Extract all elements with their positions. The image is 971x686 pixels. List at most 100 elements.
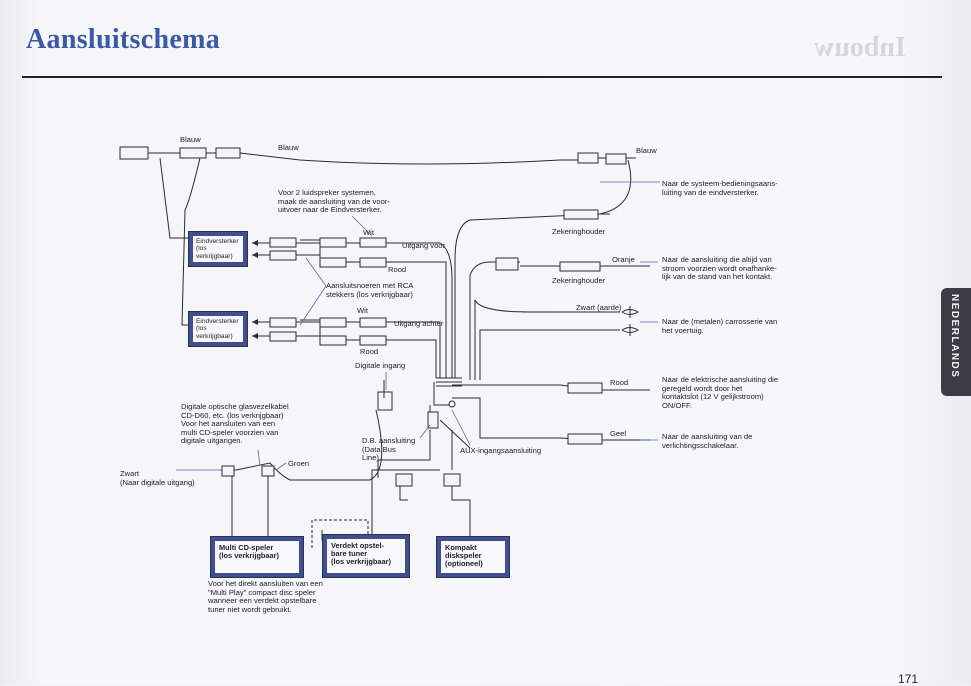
label-zekeringhouder-2: Zekeringhouder bbox=[552, 276, 606, 285]
page-number: 171 bbox=[898, 672, 919, 686]
multi-cd-box: Multi CD-speler (los verkrijgbaar) bbox=[210, 536, 304, 578]
dashed-link bbox=[311, 519, 369, 548]
rca-note: Aansluitsnoeren met RCA stekkers (los ve… bbox=[326, 281, 414, 299]
label-blauw-top: Blauw bbox=[180, 135, 201, 144]
blue-cable-top bbox=[148, 152, 578, 165]
title-rule bbox=[22, 76, 942, 78]
label-geel: Geel bbox=[610, 429, 627, 438]
leader-rca bbox=[299, 257, 327, 326]
ground-terminal-1 bbox=[621, 306, 639, 318]
ground-wire bbox=[474, 299, 620, 380]
yellow-wire bbox=[452, 397, 650, 441]
head-unit-stubs bbox=[436, 377, 462, 387]
hidden-tuner-box: Verdekt opstel- bare tuner (los verkrijg… bbox=[322, 534, 410, 578]
leader-aux bbox=[451, 409, 471, 446]
leader-db bbox=[419, 424, 431, 439]
arrow-amp1-a bbox=[252, 240, 258, 246]
rear-rca-bot bbox=[252, 335, 437, 378]
rca-plug-f3 bbox=[319, 237, 347, 248]
label-rood-rear: Rood bbox=[360, 347, 379, 356]
arrow-amp2-a bbox=[252, 319, 258, 325]
arrow-amp1-b bbox=[252, 252, 258, 258]
system-cable bbox=[454, 159, 632, 378]
language-tab-label: NEDERLANDS bbox=[949, 294, 960, 379]
label-blauw-mid: Blauw bbox=[278, 143, 299, 152]
connector-blue-5 bbox=[605, 153, 627, 165]
ground-wire-2 bbox=[479, 329, 620, 380]
label-uitgang-achter: Uitgang achter bbox=[394, 319, 444, 328]
connector-blue-4 bbox=[577, 152, 599, 164]
multi-cd-label: Multi CD-speler (los verkrijgbaar) bbox=[215, 541, 299, 573]
label-wit-rear: Wit bbox=[357, 306, 368, 315]
label-rood-right: Rood bbox=[610, 378, 629, 387]
aux-line bbox=[439, 419, 471, 449]
note-ignition: Naar de elektrische aansluiting die gere… bbox=[662, 375, 779, 410]
compact-disc-box: Kompakt diskspeler (optioneel) bbox=[436, 536, 510, 578]
cd-cable bbox=[451, 430, 471, 540]
label-aux-ingang: AUX-ingangsaansluiting bbox=[460, 446, 542, 455]
rear-rca-top bbox=[252, 321, 441, 378]
speaker-note: Voor 2 luidspreker systemen, maak de aan… bbox=[278, 188, 390, 215]
yellow-plug bbox=[567, 433, 603, 445]
page-title: Aansluitschema bbox=[26, 24, 220, 55]
leader-optical bbox=[257, 449, 261, 467]
ground-terminal-2 bbox=[621, 324, 639, 336]
rca-plug-r2 bbox=[269, 331, 297, 342]
label-digitale-ingang: Digitale ingang bbox=[355, 361, 406, 370]
aux-jack bbox=[448, 400, 456, 408]
digital-input-box bbox=[377, 391, 393, 411]
connector-blue-3 bbox=[215, 147, 241, 159]
rca-plug-f4 bbox=[319, 257, 347, 268]
orange-wire bbox=[469, 261, 650, 380]
note-ground: Naar de (metalen) carrosserie van het vo… bbox=[662, 317, 778, 335]
rca-plug-f6 bbox=[359, 257, 387, 268]
leader-groen bbox=[275, 462, 287, 471]
label-db-aansluiting: D.B. aansluiting (Data Bus Line) bbox=[362, 436, 416, 463]
blue-cable-branch-2 bbox=[181, 157, 201, 326]
leader-speaker bbox=[351, 215, 373, 237]
hidden-tuner-label: Verdekt opstel- bare tuner (los verkrijg… bbox=[327, 539, 405, 573]
rca-plug-r4 bbox=[319, 335, 347, 346]
amplifier-rear-box: Eindversterker (los verkrijgbaar) bbox=[188, 311, 248, 347]
db-plug bbox=[395, 473, 413, 487]
cd-plug bbox=[443, 473, 461, 487]
label-oranje: Oranje bbox=[612, 255, 635, 264]
rca-plug-f2 bbox=[269, 250, 297, 261]
label-zwart-digital: Zwart (Naar digitale uitgang) bbox=[120, 469, 195, 487]
label-rood-front: Rood bbox=[388, 265, 407, 274]
optical-note: Digitale optische glasvezelkabel CD-D60,… bbox=[181, 402, 289, 446]
language-tab: NEDERLANDS bbox=[941, 288, 971, 396]
connector-blue-1 bbox=[119, 146, 149, 160]
red-plug bbox=[567, 382, 603, 394]
multi-play-note: Voor het direkt aansluiten van een "Mult… bbox=[208, 579, 323, 614]
compact-disc-label: Kompakt diskspeler (optioneel) bbox=[441, 541, 505, 573]
label-groen: Groen bbox=[288, 459, 310, 468]
note-system: Naar de systeem-bedieningsaans- luiting … bbox=[662, 179, 778, 197]
rca-plug-r3 bbox=[319, 317, 347, 328]
rca-plug-f5 bbox=[359, 237, 387, 248]
optical-plug-2 bbox=[261, 465, 275, 477]
front-rca-bot bbox=[252, 254, 447, 378]
amplifier-front-box: Eindversterker (los verkrijgbaar) bbox=[188, 231, 248, 267]
label-wit-front: Wit bbox=[363, 228, 374, 237]
amplifier-rear-label: Eindversterker (los verkrijgbaar) bbox=[193, 316, 243, 342]
amplifier-front-label: Eindversterker (los verkrijgbaar) bbox=[193, 236, 243, 262]
blue-cable-branch bbox=[159, 157, 188, 239]
fuse-holder-1 bbox=[563, 209, 599, 220]
orange-plug bbox=[495, 257, 519, 271]
label-blauw-right: Blauw bbox=[636, 146, 657, 155]
optical-plug-1 bbox=[221, 465, 235, 477]
note-lighting: Naar de aansluiting van de verlichtingss… bbox=[662, 432, 753, 450]
fuse-holder-2 bbox=[559, 261, 601, 272]
label-uitgang-voor: Uitgang voor bbox=[402, 241, 446, 250]
connector-blue-2 bbox=[179, 147, 207, 159]
rca-plug-r6 bbox=[359, 335, 387, 346]
label-zwart-aarde: Zwart (aarde) bbox=[576, 303, 622, 312]
rear-rca-join bbox=[300, 319, 321, 340]
rca-plug-f1 bbox=[269, 237, 297, 248]
center-plug bbox=[427, 411, 439, 429]
rca-plug-r1 bbox=[269, 317, 297, 328]
rca-plug-r5 bbox=[359, 317, 387, 328]
label-zekeringhouder-1: Zekeringhouder bbox=[552, 227, 606, 236]
